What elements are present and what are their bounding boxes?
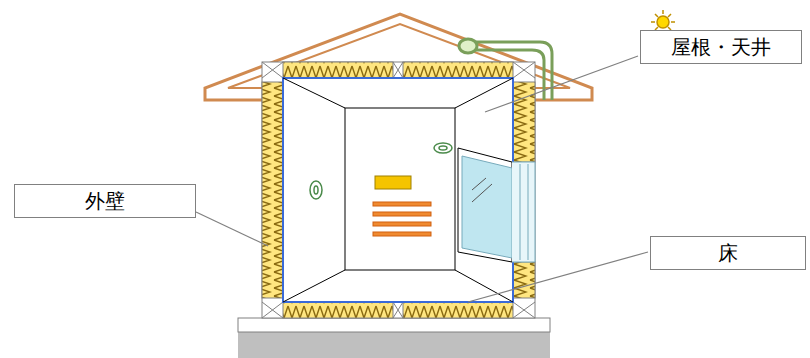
label-box: 屋根・天井 bbox=[640, 30, 802, 64]
wall-insulation bbox=[262, 82, 283, 298]
foundation bbox=[238, 318, 550, 358]
wall-insulation bbox=[513, 82, 535, 162]
glass-shine bbox=[472, 178, 492, 202]
window-glass bbox=[462, 156, 512, 258]
leader-line bbox=[485, 56, 638, 112]
label-text: 屋根・天井 bbox=[671, 35, 771, 59]
heater bbox=[373, 202, 431, 236]
lights bbox=[310, 143, 452, 199]
leader-line bbox=[196, 212, 268, 246]
sill bbox=[238, 318, 550, 332]
room bbox=[283, 78, 513, 302]
floor-insulation bbox=[403, 302, 513, 318]
ceiling-insulation bbox=[403, 62, 513, 78]
window-sash bbox=[512, 162, 535, 262]
wall-insulation bbox=[513, 262, 535, 298]
studs bbox=[262, 62, 535, 318]
leader-line bbox=[468, 252, 648, 302]
label-box: 外壁 bbox=[14, 184, 196, 218]
label-text: 外壁 bbox=[85, 189, 125, 213]
room-perspective bbox=[283, 78, 513, 302]
room-back-wall bbox=[345, 108, 455, 270]
floor-insulation bbox=[283, 302, 393, 318]
window-frame bbox=[458, 148, 512, 262]
wall-frame bbox=[262, 62, 535, 318]
air-conditioner bbox=[375, 176, 411, 189]
ceiling-insulation bbox=[283, 62, 393, 78]
label-box: 床 bbox=[650, 236, 806, 270]
label-text: 床 bbox=[718, 241, 738, 265]
